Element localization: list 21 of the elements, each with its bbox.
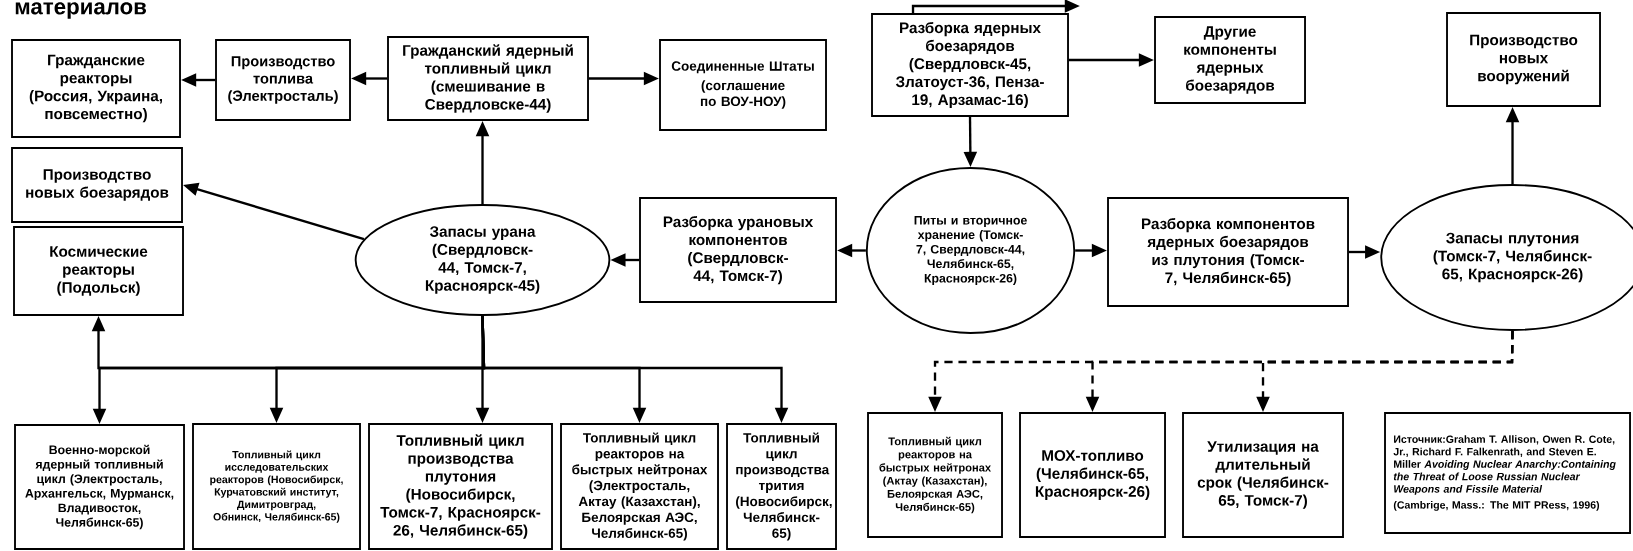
process-box: Топливный цикл исследовательских реакторов (Новосибирск, Курчатовский институт, Димитровград, Обнинск, Челябинск-65) — [192, 423, 361, 550]
process-box: Производство новых боезарядов — [11, 147, 183, 223]
process-box: Соединенные Штаты (соглашение по ВОУ-НОУ) — [659, 39, 827, 131]
process-box: Топливный цикл реакторов на быстрых нейтронах (Электросталь, Актау (Казахстан), Белоярская АЭС, Челябинск-65) — [560, 423, 719, 550]
process-box: МОХ-топливо (Челябинск-65, Красноярск-26) — [1019, 412, 1166, 538]
process-box: Разборка ядерных боезарядов (Свердловск-45, Златоуст-36, Пенза-19, Арзамас-16) — [871, 13, 1069, 117]
process-box: Топливный цикл производства плутония (Новосибирск, Томск-7, Красноярск-26, Челябинск-65) — [368, 423, 553, 550]
process-box: Производство топлива (Электросталь) — [215, 39, 351, 121]
source-note-box: Источник:Graham T. Allison, Owen R. Cote, Jr., Richard F. Falkenrath, and Steven E. Miller Avoiding Nuclear Anarchy:Containing the Threat of Loose Russian Nuclear Weapons and Fissile Material (Cambrige, Mass.: The MIT PRess, 1996) — [1384, 412, 1631, 534]
process-box: Топливный цикл реакторов на быстрых нейтронах (Актау (Казахстан), Белоярская АЭС, Челябинск-65) — [867, 412, 1003, 538]
process-box: Разборка урановых компонентов (Свердловск-44, Томск-7) — [639, 197, 837, 303]
process-box: Гражданские реакторы (Россия, Украина, повсеместно) — [11, 39, 181, 138]
process-box: Гражданский ядерный топливный цикл (смешивание в Свердловске-44) — [387, 36, 589, 121]
process-box: Военно-морской ядерный топливный цикл (Электросталь, Архангельск, Мурманск, Владивосток, Челябинск-65) — [14, 424, 185, 550]
process-box: Другие компоненты ядерных боезарядов — [1154, 16, 1306, 104]
process-box: Производство новых вооружений — [1446, 12, 1601, 107]
process-box: Космические реакторы (Подольск) — [13, 226, 184, 316]
process-box: Топливный цикл производства трития (Новосибирск, Челябинск-65) — [726, 423, 837, 550]
process-box: Разборка компонентов ядерных боезарядов из плутония (Томск-7, Челябинск-65) — [1107, 197, 1349, 307]
heading: материалов — [15, 2, 146, 19]
process-box: Утилизация на длительный срок (Челябинск-65, Томск-7) — [1182, 412, 1344, 538]
